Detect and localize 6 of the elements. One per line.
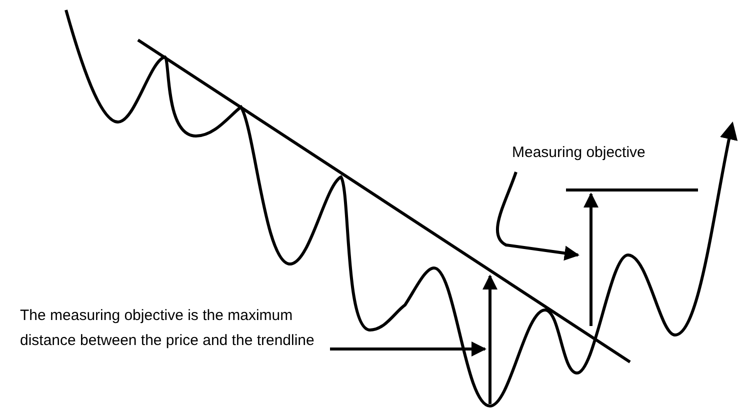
annotation-text: Measuring objective: [512, 140, 712, 165]
leader-arrow: [330, 342, 486, 356]
annotation-text: The measuring objective is the maximum distance between the price and the trendline: [20, 303, 350, 353]
distance-arrow: [482, 274, 498, 404]
objective-arrow: [566, 188, 698, 326]
leader-arrow: [496, 172, 580, 261]
